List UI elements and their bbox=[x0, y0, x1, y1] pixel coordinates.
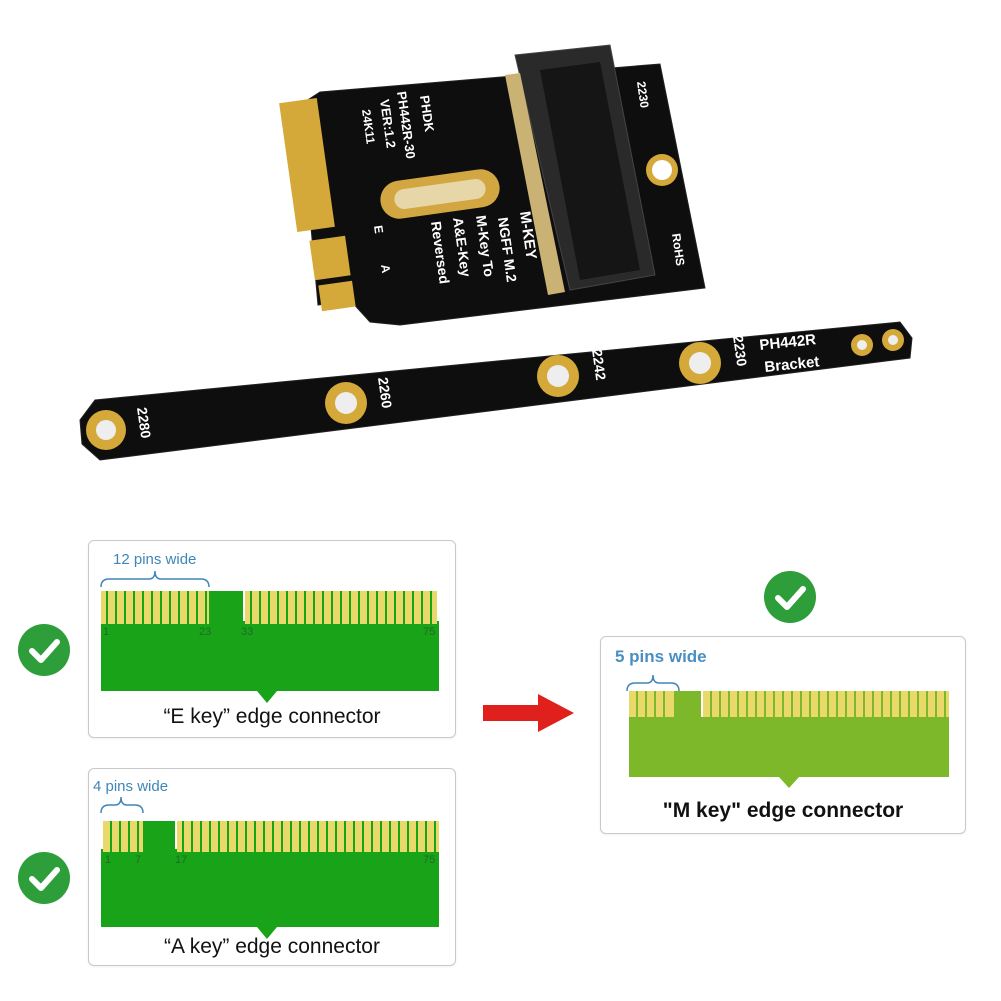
adapter-board: PHDK PH442R-30 VER:1.2 24K11 E A M-KEY N… bbox=[279, 44, 706, 326]
check-icon-m-key bbox=[764, 571, 816, 623]
a-key-caption: “A key” edge connector bbox=[164, 935, 380, 958]
e-key-card: 12 pins wide 1 23 33 75 “E key” edge con… bbox=[88, 540, 456, 738]
bracket-label-2280: 2280 bbox=[134, 406, 154, 439]
bracket-mount-hole-2242 bbox=[537, 355, 579, 397]
adapter-gold-fingers bbox=[279, 97, 356, 312]
e-key-connector-diagram bbox=[100, 570, 439, 703]
a-key-connector-diagram bbox=[100, 796, 439, 939]
check-icon-e-key bbox=[18, 624, 70, 676]
bracket-mount-hole-2230 bbox=[679, 342, 721, 384]
adapter-rohs-label: RoHS bbox=[669, 232, 687, 266]
e-key-pin-number: 75 bbox=[423, 626, 436, 638]
a-key-pin-number: 7 bbox=[135, 854, 142, 866]
a-key-pins-label: 4 pins wide bbox=[93, 778, 169, 795]
m-key-pins-label: 5 pins wide bbox=[615, 647, 707, 666]
bracket-mount-hole-2280 bbox=[86, 410, 126, 450]
a-key-pin-number: 75 bbox=[423, 854, 436, 866]
e-key-caption: “E key” edge connector bbox=[163, 705, 381, 728]
bracket-mount-hole-2260 bbox=[325, 382, 367, 424]
e-key-pins-label: 12 pins wide bbox=[113, 551, 197, 568]
bracket: 2280 2260 2242 2230 PH442R Bracket bbox=[79, 321, 913, 461]
bracket-end-holes bbox=[851, 329, 904, 356]
m2-socket bbox=[505, 44, 656, 295]
adapter-key-a: A bbox=[378, 263, 393, 274]
bracket-title-line1: PH442R bbox=[759, 331, 817, 354]
m-key-card: 5 pins wide "M key" edge connector bbox=[600, 636, 966, 834]
e-key-pin-number: 33 bbox=[241, 626, 254, 638]
e-key-pin-number: 23 bbox=[199, 626, 212, 638]
adapter-version-text: VER:1.2 bbox=[377, 98, 399, 149]
adapter-size-label: 2230 bbox=[634, 80, 652, 109]
e-key-pin-number: 1 bbox=[103, 626, 110, 638]
adapter-key-e: E bbox=[371, 224, 386, 234]
check-icon-a-key bbox=[18, 852, 70, 904]
a-key-card: 4 pins wide 1 7 17 75 “A key” edge conne… bbox=[88, 768, 456, 966]
a-key-pin-number: 17 bbox=[175, 854, 188, 866]
adapter-date-code: 24K11 bbox=[359, 108, 378, 145]
bracket-title-line2: Bracket bbox=[764, 353, 821, 376]
bracket-label-2230: 2230 bbox=[730, 334, 750, 367]
product-photo: PHDK PH442R-30 VER:1.2 24K11 E A M-KEY N… bbox=[79, 44, 913, 461]
a-key-pin-number: 1 bbox=[105, 854, 112, 866]
bracket-label-2242: 2242 bbox=[589, 348, 609, 381]
bracket-label-2260: 2260 bbox=[375, 376, 395, 409]
adapter-brand-logo: PHDK bbox=[417, 94, 437, 133]
m-key-connector-diagram bbox=[626, 674, 949, 788]
m-key-caption: "M key" edge connector bbox=[662, 799, 904, 822]
adapter-mkey-text: M-KEY bbox=[516, 210, 540, 260]
